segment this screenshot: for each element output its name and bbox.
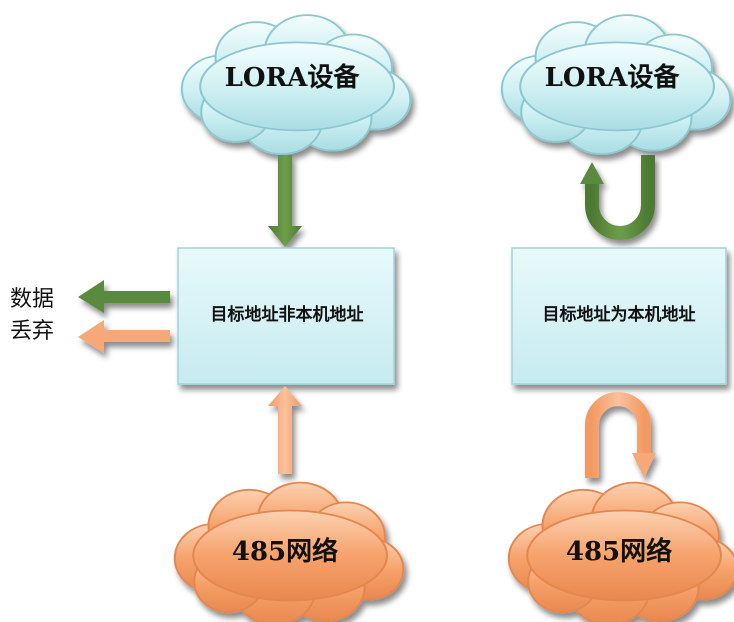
right-address-box [511, 247, 727, 385]
discard-orange-arrow [78, 320, 170, 353]
right-lora-label: LORA设备 [545, 63, 681, 93]
right-485-label: 485网络 [566, 536, 672, 567]
left-box-label: 目标地址非本机地址 [211, 304, 364, 325]
right-green-uturn-arrow [580, 155, 655, 240]
left-lora-label: LORA设备 [225, 63, 361, 93]
left-address-box [177, 247, 395, 385]
left-orange-up-arrow [268, 386, 302, 474]
discard-green-arrow [78, 280, 170, 313]
left-green-down-arrow [268, 155, 302, 247]
right-orange-uturn-arrow [585, 392, 656, 478]
discard-label-line1: 数据 [10, 287, 54, 312]
right-box-label: 目标地址为本机地址 [543, 304, 696, 325]
left-485-label: 485网络 [232, 536, 338, 567]
discard-label-line2: 丢弃 [10, 319, 54, 344]
